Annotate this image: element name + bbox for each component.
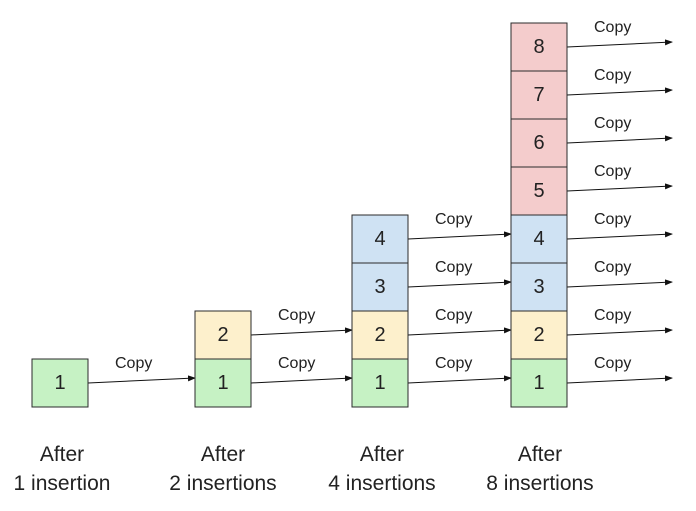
copy-arrow (566, 375, 673, 384)
stage-caption-line1: After (518, 443, 562, 466)
copy-arrow (566, 87, 673, 96)
copy-arrow (566, 327, 673, 336)
array-cell (510, 310, 568, 360)
array-stacks: 1 1 2 1 2 3 4 1 2 3 4 5 6 7 8 (31, 22, 568, 408)
array-cell-value: 1 (533, 372, 544, 394)
copy-label: Copy (435, 307, 472, 324)
array-cell (351, 358, 409, 408)
stage-caption-line2: 1 insertion (14, 472, 111, 495)
copy-label: Copy (594, 307, 631, 324)
copy-label: Copy (278, 355, 315, 372)
copy-arrow (566, 183, 673, 192)
stage-caption-line1: After (201, 443, 245, 466)
copy-arrow (250, 375, 353, 384)
array-cell (510, 358, 568, 408)
array-cell-value: 6 (533, 132, 544, 154)
copy-label: Copy (594, 67, 631, 84)
stage-caption-line2: 8 insertions (486, 472, 593, 495)
copy-arrow (407, 231, 512, 240)
array-cell (510, 118, 568, 168)
array-cell-value: 3 (533, 276, 544, 298)
copy-label: Copy (435, 355, 472, 372)
copy-arrow (566, 135, 673, 144)
copy-label: Copy (594, 259, 631, 276)
copy-arrow (407, 327, 512, 336)
array-cell (510, 166, 568, 216)
array-cell (510, 214, 568, 264)
copy-arrows (87, 39, 673, 384)
array-cell-value: 2 (533, 324, 544, 346)
array-cell-value: 8 (533, 36, 544, 58)
array-cell (351, 262, 409, 312)
array-cell (194, 310, 252, 360)
copy-label: Copy (278, 307, 315, 324)
array-cell (510, 262, 568, 312)
array-cell (194, 358, 252, 408)
array-cell-value: 3 (374, 276, 385, 298)
array-cell-value: 2 (217, 324, 228, 346)
stage-caption-line2: 2 insertions (169, 472, 276, 495)
copy-arrow (566, 39, 673, 48)
copy-arrow (407, 375, 512, 384)
array-cell-value: 1 (217, 372, 228, 394)
array-cell (351, 214, 409, 264)
array-cell (351, 310, 409, 360)
array-cell-value: 2 (374, 324, 385, 346)
copy-label: Copy (115, 355, 152, 372)
copy-label: Copy (594, 115, 631, 132)
array-cell-value: 4 (374, 228, 385, 250)
copy-arrow (87, 375, 196, 384)
copy-label: Copy (594, 355, 631, 372)
array-cell (31, 358, 89, 408)
copy-label: Copy (594, 19, 631, 36)
copy-label: Copy (435, 259, 472, 276)
stage-captions: After 1 insertion After 2 insertions After 4 … (14, 443, 594, 495)
stage-caption-line1: After (40, 443, 84, 466)
copy-arrow (566, 231, 673, 240)
copy-arrow (407, 279, 512, 288)
copy-label: Copy (594, 163, 631, 180)
stage-caption-line2: 4 insertions (328, 472, 435, 495)
copy-label: Copy (435, 211, 472, 228)
copy-label: Copy (594, 211, 631, 228)
copy-arrow (250, 327, 353, 336)
array-cell-value: 1 (54, 372, 65, 394)
array-cell (510, 70, 568, 120)
stage-caption-line1: After (360, 443, 404, 466)
array-cell-value: 4 (533, 228, 544, 250)
array-cell-value: 7 (533, 84, 544, 106)
array-cell-value: 1 (374, 372, 385, 394)
array-cell (510, 22, 568, 72)
copy-arrow (566, 279, 673, 288)
array-cell-value: 5 (533, 180, 544, 202)
